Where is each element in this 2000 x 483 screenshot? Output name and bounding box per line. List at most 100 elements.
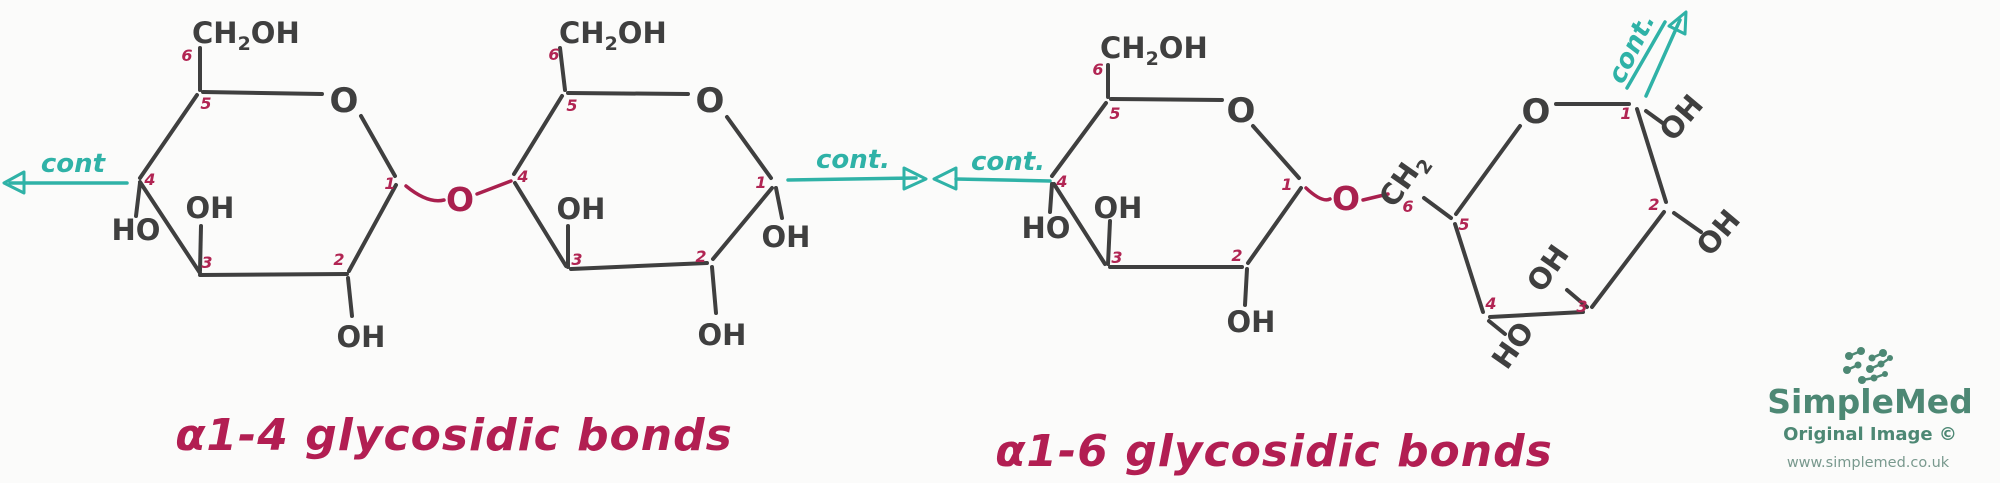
bond-c6-stem <box>558 46 567 92</box>
carbon-number-5: 5 <box>566 96 577 115</box>
bond-ch2-c5 <box>1422 196 1453 220</box>
cont-label: cont. <box>816 145 890 175</box>
hydroxyl-label: HO <box>112 213 161 247</box>
bond-c5-o <box>1109 97 1224 102</box>
carbon-number-4: 4 <box>143 170 155 189</box>
bond-c3-c4 <box>138 180 202 275</box>
bond-c1-oh <box>1644 109 1666 126</box>
hydroxyl-label: OH <box>762 220 811 254</box>
ring-oxygen-label: O <box>1522 92 1551 132</box>
cont-label: cont <box>41 149 107 179</box>
bond-c2-oh <box>1672 211 1703 234</box>
arrowhead-up-right-icon <box>1667 10 1688 36</box>
bond-c2-oh <box>346 276 354 318</box>
arrowhead-left-icon <box>2 170 26 195</box>
hydroxyl-label: OH <box>1690 203 1748 262</box>
glucose-ring-d: O OH OH OH HO 1 2 3 4 5 <box>1453 88 1748 375</box>
hydroxyl-label: OH <box>557 192 606 226</box>
logo-brand-text: SimpleMed <box>1767 382 1973 421</box>
bond-c4-ho <box>1048 182 1054 214</box>
carbon-number-5: 5 <box>200 94 211 113</box>
carbon-number-3: 3 <box>1111 248 1122 267</box>
ch2oh-label: CH2OH <box>1100 31 1208 70</box>
bond-c3-c4 <box>513 181 568 268</box>
hydroxyl-label: OH <box>186 191 235 225</box>
hydroxyl-label: OH <box>1227 305 1276 339</box>
glucose-ring-b: CH2OH O OH OH OH 6 5 4 3 2 1 <box>512 16 811 352</box>
continuation-arrow-right: cont. <box>786 145 928 191</box>
carbon-number-4: 4 <box>1055 172 1067 191</box>
carbon-number-4: 4 <box>1484 294 1496 313</box>
bond-c3-c4 <box>1052 182 1107 266</box>
bond-c5-o <box>1454 124 1522 216</box>
bond-c1-c2 <box>1635 107 1668 204</box>
bond-c2-c3 <box>198 272 349 277</box>
bond-c1-c2 <box>711 186 774 261</box>
ring-oxygen-label: O <box>696 81 725 121</box>
bond-c1-glyo <box>1304 186 1332 202</box>
right-structure-alpha-1-6: cont. CH2OH O OH HO OH 6 5 4 3 2 1 <box>932 9 1748 477</box>
glycosidic-oxygen-label: O <box>1332 179 1360 218</box>
ring-oxygen-label: O <box>1227 91 1256 131</box>
bond-c1-glyo <box>404 184 446 203</box>
carbon-number-2: 2 <box>695 247 706 266</box>
bond-c3-oh <box>198 224 203 273</box>
bond-c1-oh <box>774 186 784 220</box>
hydroxyl-label: OH <box>1653 88 1711 147</box>
bond-c2-c3 <box>569 261 709 271</box>
carbon-number-1: 1 <box>1620 104 1631 123</box>
bond-c5-o <box>201 90 324 96</box>
bond-c4-ho <box>1487 319 1507 336</box>
carbon-number-4: 4 <box>516 167 528 186</box>
cont-underline <box>1625 20 1667 90</box>
carbon-number-3: 3 <box>1576 297 1587 316</box>
bond-c5-o <box>566 91 690 96</box>
ring-oxygen-label: O <box>330 81 359 121</box>
hydroxyl-label: OH <box>337 320 386 354</box>
glucose-ring-a: CH2OH O OH HO OH 6 5 4 3 2 1 <box>112 16 398 354</box>
bond-glyo-ch2 <box>1361 192 1390 202</box>
carbon-number-1: 1 <box>1281 175 1292 194</box>
carbon-number-1: 1 <box>755 173 766 192</box>
arrow-shaft <box>786 176 918 182</box>
logo-note-text: Original Image © <box>1783 424 1957 445</box>
bond-c4-c5 <box>138 93 199 180</box>
logo-url-text: www.simplemed.co.uk <box>1787 455 1950 471</box>
continuation-arrow-left: cont. <box>932 147 1052 191</box>
carbon-number-6: 6 <box>1092 60 1103 79</box>
carbon-number-2: 2 <box>1648 195 1659 214</box>
carbon-number-5: 5 <box>1458 215 1469 234</box>
glycosidic-oxygen-link-1-6: O CH2 6 <box>1304 155 1453 220</box>
bond-c2-oh <box>1243 267 1249 307</box>
bond-c3-oh <box>1106 219 1112 266</box>
carbon-number-5: 5 <box>1109 104 1120 123</box>
hydroxyl-label: OH <box>1094 191 1143 225</box>
glucose-ring-c: CH2OH O OH HO OH 6 5 4 3 2 1 <box>1022 31 1303 339</box>
cont-label: cont. <box>971 147 1045 177</box>
logo-molecule-icon <box>1843 347 1893 384</box>
carbon-number-1: 1 <box>384 174 395 193</box>
bond-c4-c5 <box>1453 222 1485 314</box>
bond-c1-c2 <box>1246 186 1303 265</box>
carbon-number-6: 6 <box>548 45 559 64</box>
bond-c4-ho <box>134 181 142 218</box>
bond-c3-c4 <box>1488 310 1585 319</box>
bond-o-c1 <box>725 115 773 180</box>
bond-c3-oh <box>1565 288 1589 309</box>
ch2oh-label: CH2OH <box>192 16 300 55</box>
caption-alpha-1-4: α1-4 glycosidic bonds <box>175 410 733 461</box>
carbon-number-6: 6 <box>181 46 192 65</box>
bond-c2-c3 <box>1590 210 1666 309</box>
ch2oh-label: CH2OH <box>559 16 667 55</box>
caption-alpha-1-6: α1-6 glycosidic bonds <box>995 426 1553 477</box>
bond-c2-oh <box>710 265 718 315</box>
glycosidic-oxygen-link-1-4: O <box>404 179 513 219</box>
carbon-number-3: 3 <box>201 253 212 272</box>
simplemed-logo: SimpleMed Original Image © www.simplemed… <box>1767 347 1973 471</box>
hydroxyl-label: OH <box>698 318 747 352</box>
hydroxyl-label: HO <box>1022 211 1071 245</box>
glycosidic-oxygen-label: O <box>446 180 474 219</box>
bond-glyo-c4 <box>475 179 513 196</box>
